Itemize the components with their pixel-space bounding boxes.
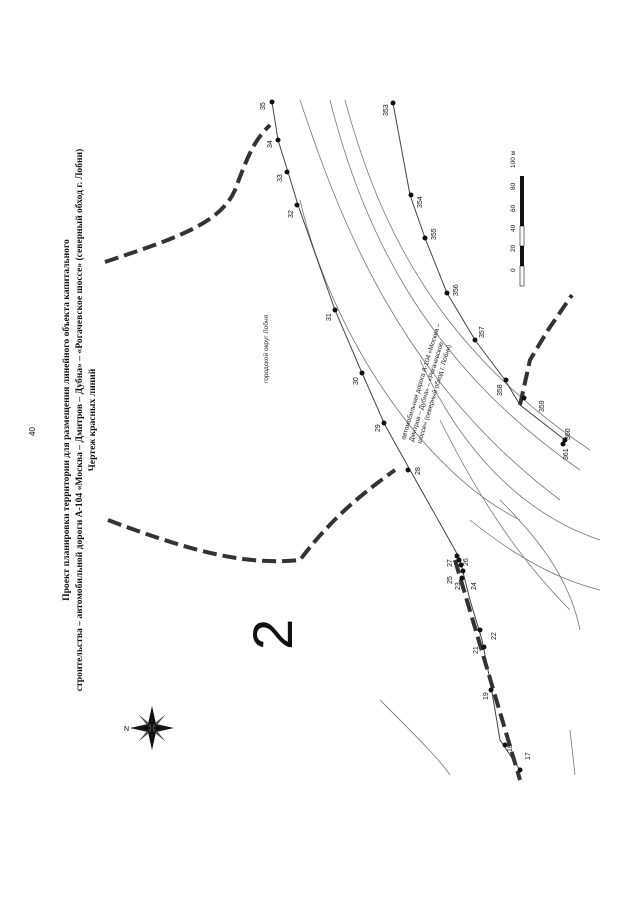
boundary-lines	[104, 123, 574, 781]
point-label: 354	[417, 196, 424, 208]
point-label: 18	[507, 744, 514, 752]
scale-bar: 0 20 40 60 80 100 м	[510, 150, 525, 287]
point-label: 361	[563, 448, 570, 460]
point-label: 25	[447, 576, 454, 584]
scale-tick: 20	[510, 244, 517, 252]
compass-icon: N	[124, 706, 174, 750]
scale-tick: 0	[510, 268, 517, 272]
point-label: 355	[431, 228, 438, 240]
scale-tick: 80	[510, 182, 517, 190]
lower-point-dots	[390, 100, 568, 447]
point-label: 357	[479, 326, 486, 338]
district-label: городской округ Лобня	[262, 314, 270, 383]
lower-point-labels: 353 354 355 356 357 358 359 360 361	[383, 104, 572, 460]
red-line-lower	[392, 102, 566, 441]
point-label: 27	[447, 559, 454, 567]
upper-point-dots	[269, 99, 523, 773]
point-label: 33	[277, 174, 284, 182]
point-label: 34	[267, 140, 274, 148]
point-label: 29	[375, 424, 382, 432]
point-label: 26	[463, 558, 470, 566]
road-label: автомобильная дорога А-104 «Москва – Дми…	[399, 322, 453, 445]
scale-tick: 40	[510, 224, 517, 232]
point-label: 22	[491, 632, 498, 640]
point-label: 360	[565, 428, 572, 440]
scale-tick: 60	[510, 204, 517, 212]
point-label: 32	[288, 210, 295, 218]
point-label: 356	[453, 284, 460, 296]
point-label: 24	[471, 582, 478, 590]
point-label: 17	[525, 752, 532, 760]
point-label: 30	[353, 377, 360, 385]
point-label: 31	[326, 313, 333, 321]
point-label: 21	[473, 646, 480, 654]
point-label: 23	[455, 582, 462, 590]
upper-point-labels: 17 18 19 21 22 23 24 25 26 27 28 29 30 3…	[260, 102, 532, 760]
point-label: 358	[497, 384, 504, 396]
red-line-upper	[271, 101, 521, 771]
point-label: 353	[383, 104, 390, 116]
scale-tick: 100 м	[510, 150, 517, 168]
point-label: 359	[539, 400, 546, 412]
point-label: 35	[260, 102, 267, 110]
road-curves	[299, 99, 601, 776]
point-label: 28	[415, 467, 422, 475]
compass-label: N	[124, 726, 129, 733]
point-label: 19	[483, 692, 490, 700]
